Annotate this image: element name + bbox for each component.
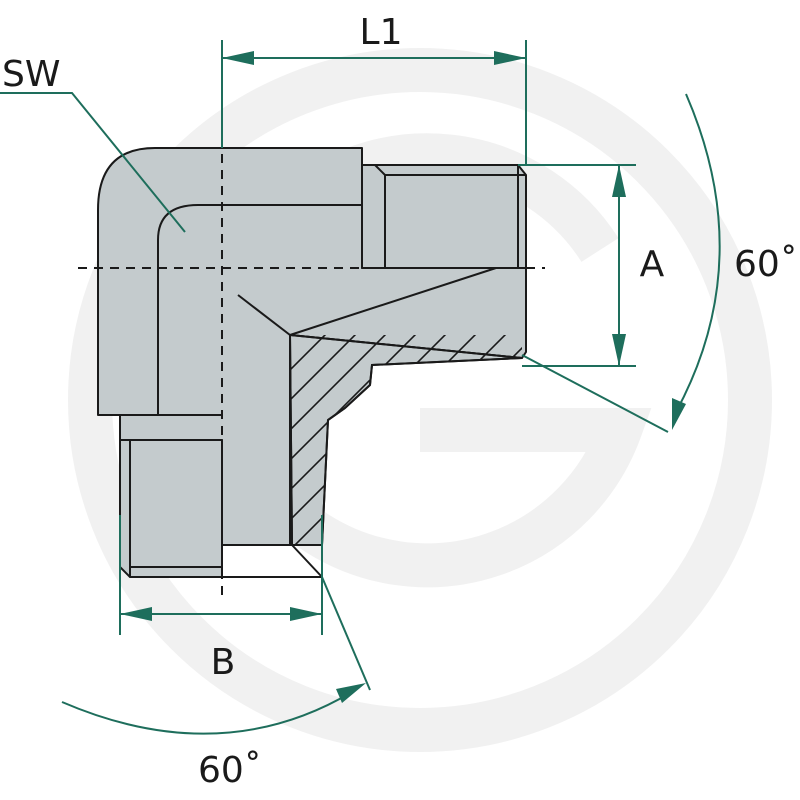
label-angle-right: 60˚ xyxy=(734,244,798,285)
dimension-a: A xyxy=(518,164,665,367)
horizontal-thread-stub xyxy=(361,164,527,269)
fitting-edges xyxy=(98,148,526,578)
fitting-body xyxy=(97,147,527,578)
angle-right: 60˚ xyxy=(521,93,798,433)
label-l1: L1 xyxy=(360,12,403,53)
angle-bottom: 60˚ xyxy=(61,576,371,791)
label-b: B xyxy=(211,642,236,683)
vertical-thread-stub xyxy=(119,439,223,578)
dimension-l1: L1 xyxy=(221,12,527,165)
l1-arrow-left xyxy=(222,51,254,65)
dimension-b: B xyxy=(119,515,323,683)
dimension-sw: SW xyxy=(0,54,186,233)
label-sw: SW xyxy=(2,54,60,95)
a-arrow-bottom xyxy=(612,334,626,366)
b-arrow-left xyxy=(120,607,152,621)
label-a: A xyxy=(640,244,665,285)
a-arrow-top xyxy=(612,165,626,197)
angle-bottom-arrow xyxy=(336,683,366,703)
angle-right-arrow xyxy=(672,398,686,430)
center-lines xyxy=(78,42,545,598)
l1-arrow-right xyxy=(494,51,526,65)
b-arrow-right xyxy=(290,607,322,621)
label-angle-bottom: 60˚ xyxy=(198,750,262,791)
